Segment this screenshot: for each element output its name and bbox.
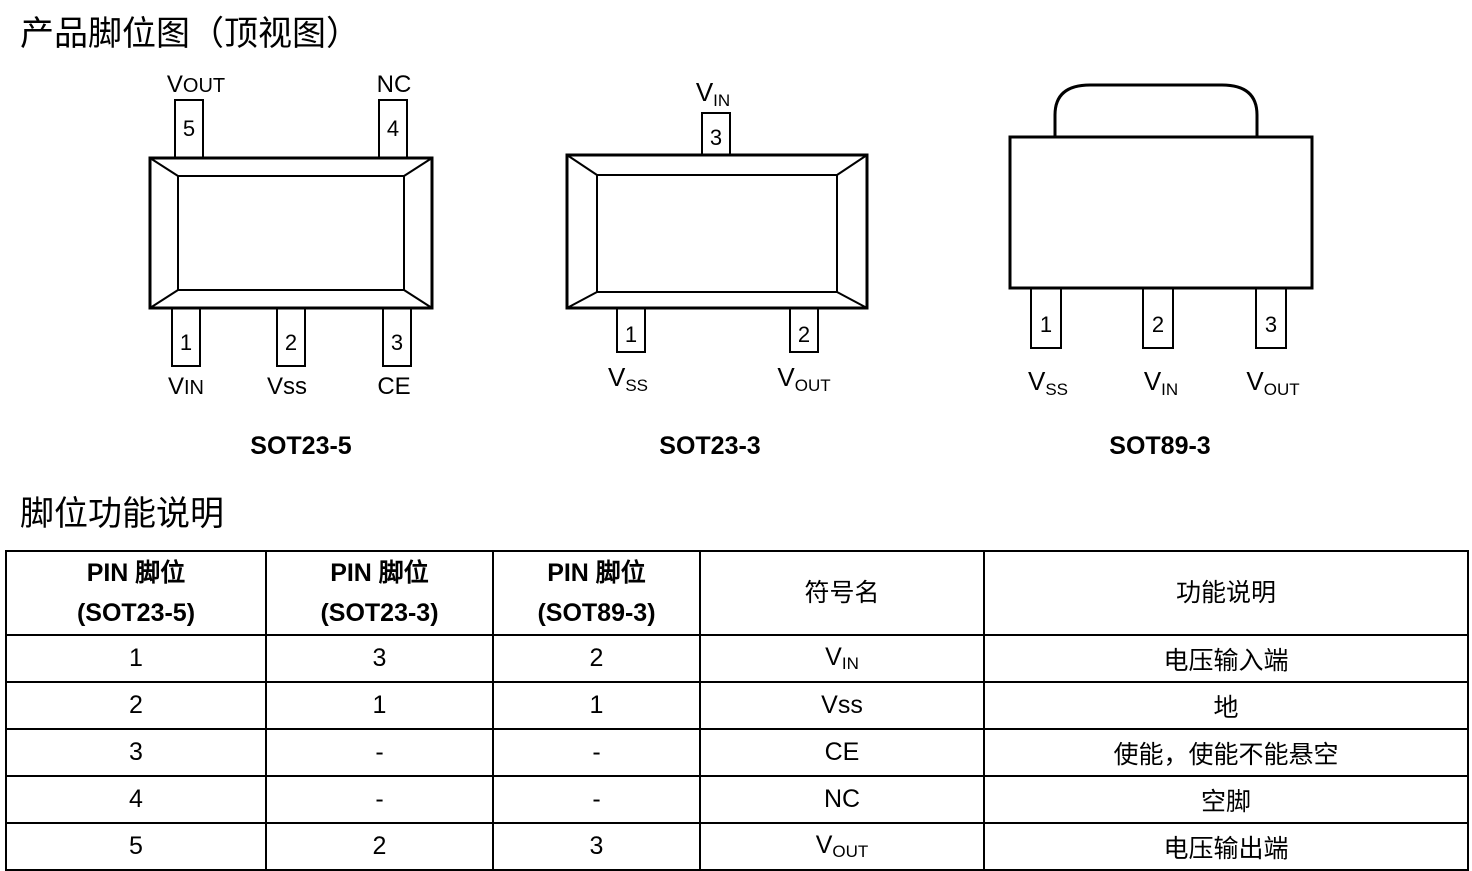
pin-number: 5 (183, 116, 195, 141)
header-symbol: 符号名 (699, 550, 985, 636)
package-diagrams: 5 4 1 2 3 VOUT NC VIN Vss CE SOT23-5 3 1… (148, 71, 1314, 460)
cell-desc: 地 (983, 681, 1469, 730)
cell: - (492, 775, 701, 824)
pin-label: VIN (696, 77, 730, 110)
package-name: SOT89-3 (1109, 432, 1210, 460)
cell-desc: 电压输入端 (983, 634, 1469, 683)
package-name: SOT23-5 (250, 432, 352, 460)
cell-symbol: Vss (699, 681, 985, 730)
table-header-row: PIN 脚位(SOT23-5) PIN 脚位(SOT23-3) PIN 脚位(S… (5, 550, 1469, 636)
pin-number: 1 (180, 330, 192, 355)
cell: - (265, 728, 494, 777)
pin-number: 2 (1152, 312, 1164, 337)
pin-label: CE (377, 373, 410, 400)
cell: - (492, 728, 701, 777)
cell-desc: 电压输出端 (983, 822, 1469, 871)
pin-function-table: PIN 脚位(SOT23-5) PIN 脚位(SOT23-3) PIN 脚位(S… (5, 550, 1469, 871)
pin-number: 3 (1265, 312, 1277, 337)
package-name: SOT23-3 (659, 432, 760, 460)
sot89-3-diagram: 1 2 3 VSS VIN VOUT SOT89-3 (1008, 83, 1314, 460)
pin-label: VSS (1028, 366, 1068, 399)
cell: 3 (492, 822, 701, 871)
pin-label: VIN (1144, 366, 1178, 399)
header-function: 功能说明 (983, 550, 1469, 636)
cell: 4 (5, 775, 267, 824)
pin-label: Vss (267, 373, 307, 400)
pin-label: VOUT (167, 71, 225, 98)
cell: 5 (5, 822, 267, 871)
pin-label: VSS (608, 362, 648, 395)
pin-label: VOUT (1246, 366, 1299, 399)
cell: 1 (265, 681, 494, 730)
pin-label: VOUT (777, 362, 830, 395)
pin-number: 2 (285, 330, 297, 355)
cell-symbol: VOUT (699, 822, 985, 871)
pin-number: 1 (1040, 312, 1052, 337)
cell: 1 (492, 681, 701, 730)
cell: 2 (5, 681, 267, 730)
cell: 2 (265, 822, 494, 871)
pin-number: 3 (391, 330, 403, 355)
cell-desc: 空脚 (983, 775, 1469, 824)
cell-symbol: NC (699, 775, 985, 824)
sot23-5-diagram: 5 4 1 2 3 VOUT NC VIN Vss CE SOT23-5 (148, 71, 434, 460)
header-sot23-5: PIN 脚位(SOT23-5) (5, 550, 267, 636)
function-heading: 脚位功能说明 (20, 494, 224, 534)
cell: 3 (5, 728, 267, 777)
cell-symbol: CE (699, 728, 985, 777)
pin-number: 3 (710, 125, 722, 150)
header-sot23-3: PIN 脚位(SOT23-3) (265, 550, 494, 636)
pin-label: NC (377, 71, 412, 98)
pinout-heading: 产品脚位图（顶视图） (20, 14, 360, 54)
cell-symbol: VIN (699, 634, 985, 683)
cell: 3 (265, 634, 494, 683)
cell: 2 (492, 634, 701, 683)
pin-number: 4 (387, 116, 399, 141)
pin-number: 1 (625, 322, 637, 347)
pin-number: 2 (798, 322, 810, 347)
header-sot89-3: PIN 脚位(SOT89-3) (492, 550, 701, 636)
cell: - (265, 775, 494, 824)
cell: 1 (5, 634, 267, 683)
cell-desc: 使能，使能不能悬空 (983, 728, 1469, 777)
pin-label: VIN (168, 373, 204, 400)
sot23-3-diagram: 3 1 2 VIN VSS VOUT SOT23-3 (565, 77, 869, 460)
